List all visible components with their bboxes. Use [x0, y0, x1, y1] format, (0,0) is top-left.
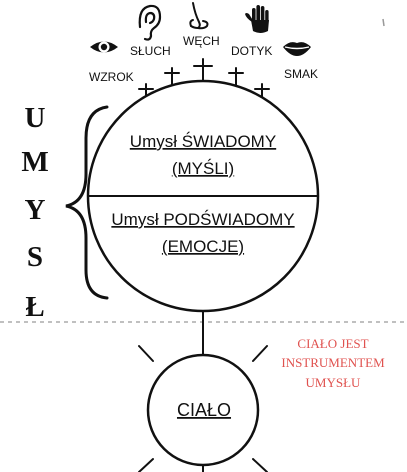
vertical-letter: Y — [25, 194, 46, 226]
nose-icon — [189, 2, 209, 30]
label-smell: WĘCH — [183, 34, 220, 48]
label-hearing: SŁUCH — [130, 44, 171, 58]
body-note: CIAŁO JEST INSTRUMENTEM UMYSŁU — [281, 336, 385, 390]
label-taste: SMAK — [284, 67, 318, 81]
eye-icon — [90, 41, 118, 53]
subconscious-subtitle: (EMOCJE) — [162, 237, 244, 256]
body-note-line: UMYSŁU — [306, 375, 362, 390]
vertical-letter: S — [27, 241, 43, 273]
body-note-line: INSTRUMENTEM — [281, 355, 385, 370]
mind-vertical-label: U M Y S Ł — [21, 102, 48, 323]
body-circle — [146, 353, 260, 467]
label-touch: DOTYK — [231, 44, 272, 58]
conscious-title: Umysł ŚWIADOMY — [130, 132, 276, 151]
body-note-line: CIAŁO JEST — [297, 336, 368, 351]
vertical-letter: Ł — [25, 291, 44, 323]
body-label: CIAŁO — [177, 400, 231, 420]
vertical-letter: M — [21, 146, 48, 178]
conscious-subtitle: (MYŚLI) — [172, 159, 234, 178]
lips-icon — [283, 42, 311, 56]
vertical-letter: U — [25, 102, 46, 134]
ear-icon — [138, 4, 162, 41]
label-sight: WZROK — [89, 70, 134, 84]
corner-mark — [382, 18, 385, 27]
subconscious-title: Umysł PODŚWIADOMY — [111, 210, 294, 229]
hand-icon — [245, 5, 269, 33]
mind-brace — [65, 105, 109, 300]
